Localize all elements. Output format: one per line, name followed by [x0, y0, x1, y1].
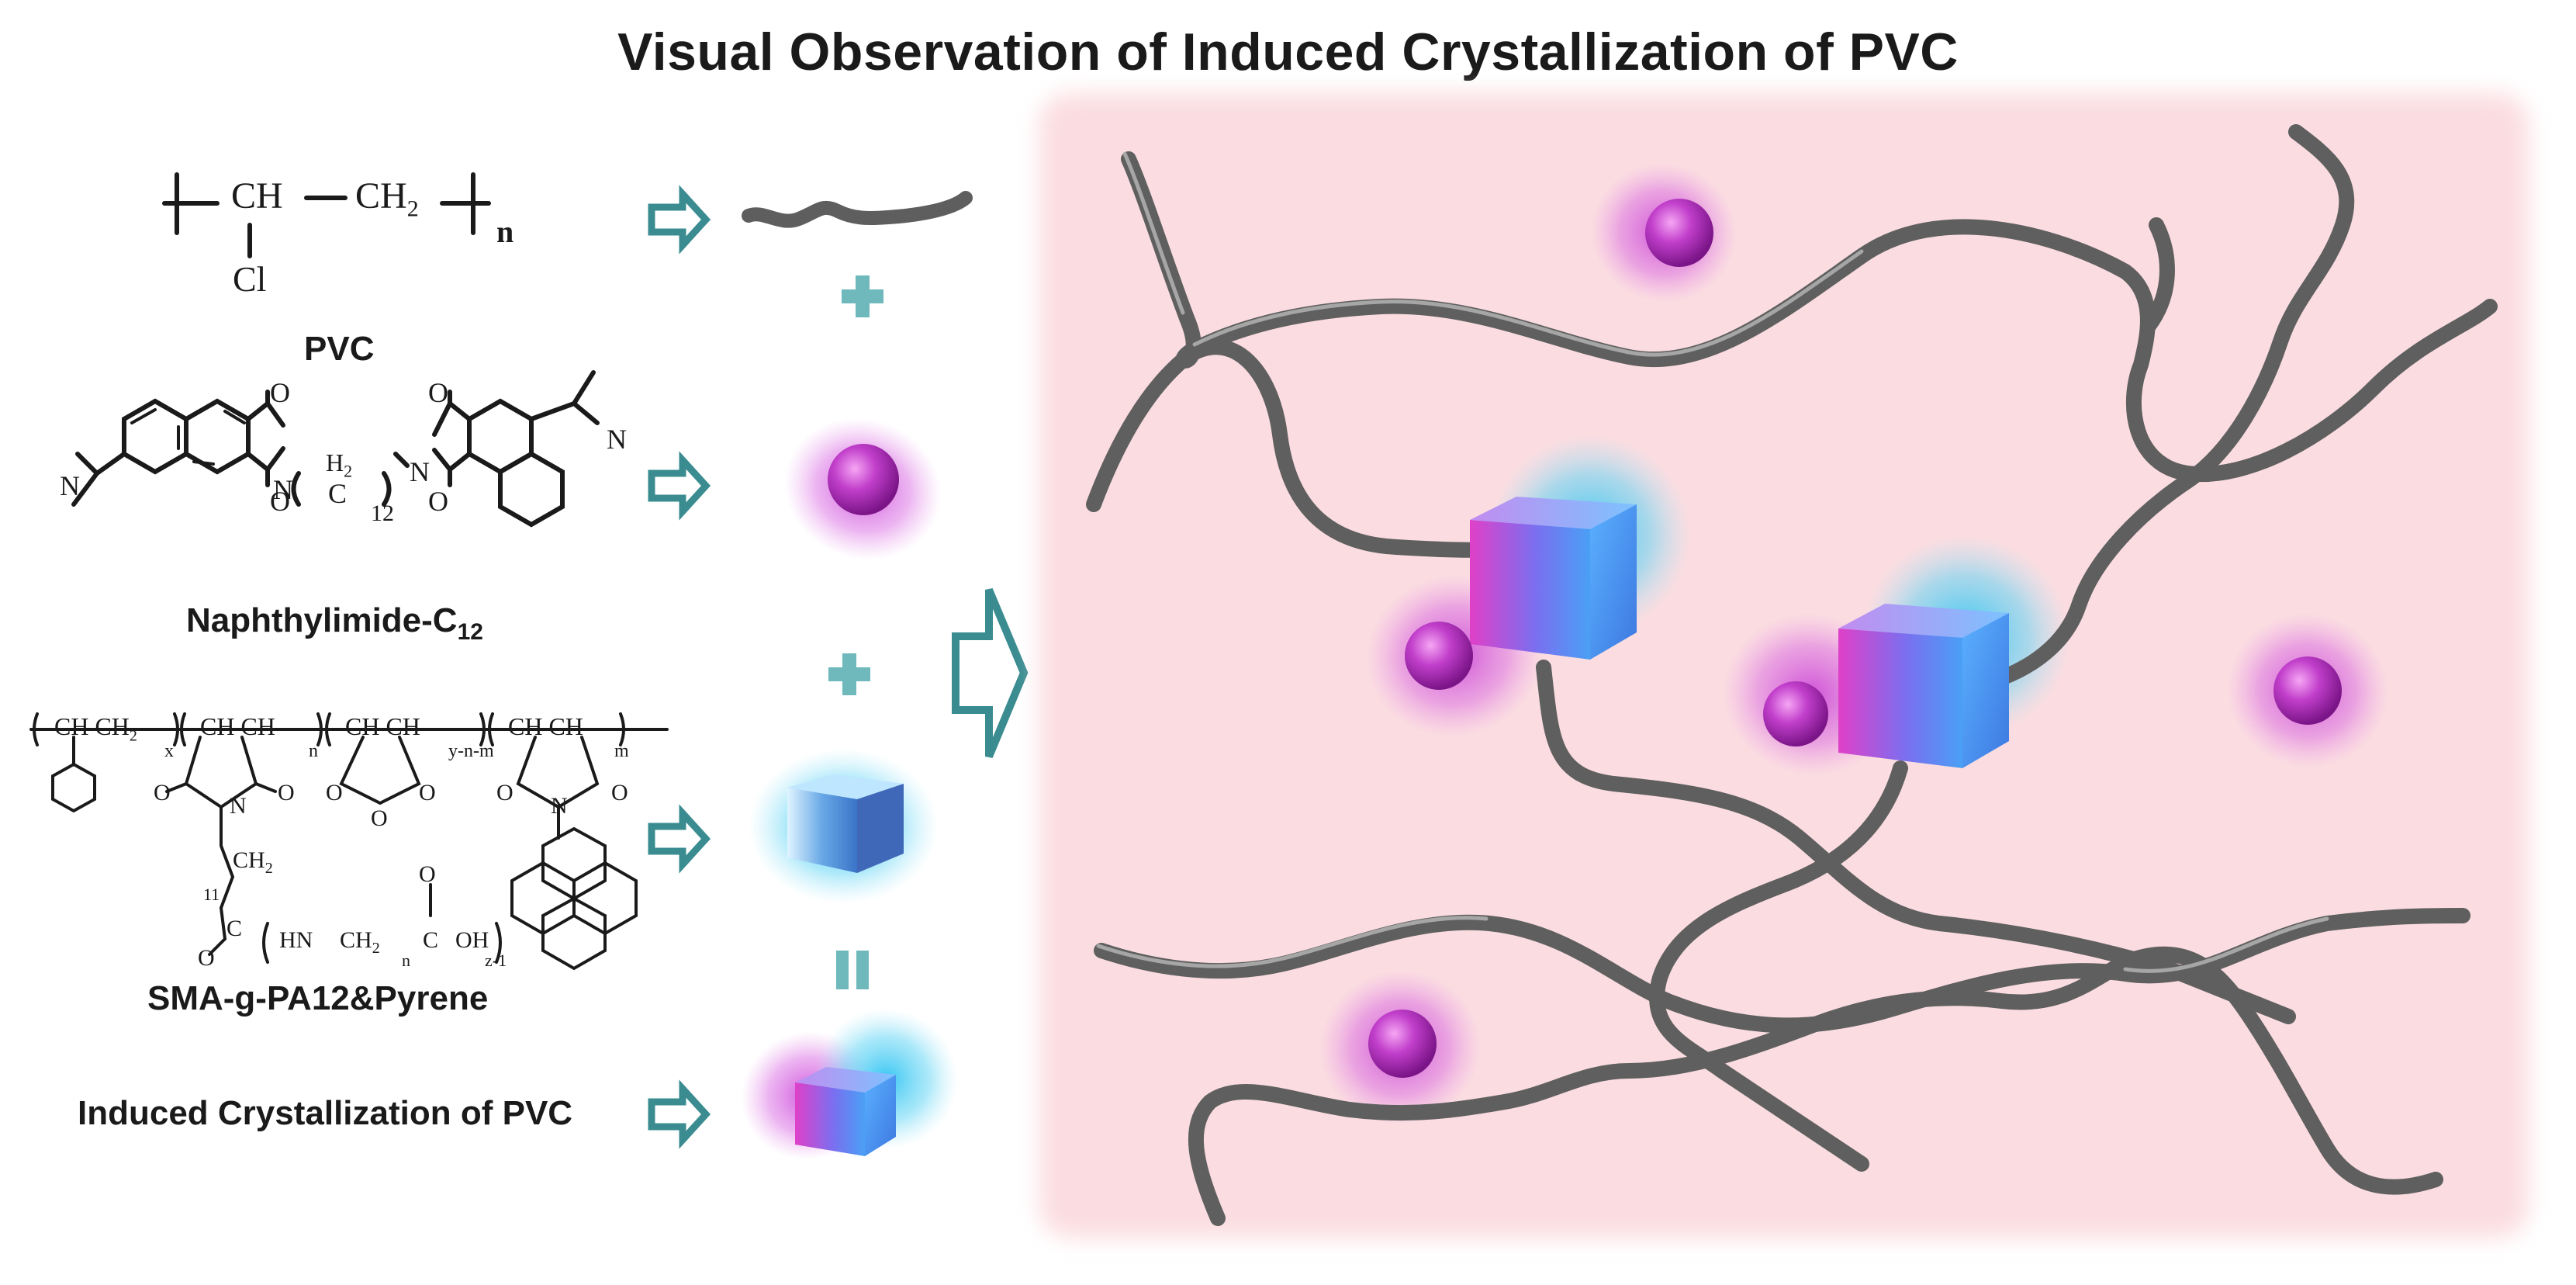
pvc-ch2-text: CH	[355, 175, 407, 216]
equals-icon	[836, 951, 869, 989]
naph-n2: N	[410, 456, 430, 487]
sma-o3: O	[326, 780, 343, 805]
arrow-icon-2	[648, 451, 711, 521]
naph-h-text: H	[326, 449, 344, 476]
sma-o7: O	[611, 780, 628, 805]
sma-11: 11	[203, 885, 220, 904]
naph-label-text: Naphthylimide-C	[186, 601, 458, 639]
sma-n2: n	[402, 951, 410, 970]
panel-sphere-1	[1645, 199, 1713, 267]
sma-seg3: CH CH	[345, 712, 420, 740]
sma-n-atom2: N	[551, 793, 568, 819]
sma-hn: HN	[279, 927, 313, 953]
sma-seg2: CH CH	[200, 712, 275, 740]
panel-sphere-2	[1405, 622, 1473, 690]
naph-o2: O	[270, 486, 290, 517]
sma-seg1-sub: 2	[129, 727, 137, 745]
sma-o4: O	[371, 805, 388, 831]
crystal-cube-icon	[737, 1000, 966, 1165]
naph-o1: O	[270, 377, 290, 408]
sma-o9: O	[419, 861, 436, 887]
pvc-structure	[162, 172, 491, 258]
naph-h-sub: 2	[344, 461, 353, 481]
sma-ch2: CH2	[233, 847, 273, 878]
sma-o5: O	[419, 780, 436, 805]
crystal-cube-1	[1470, 497, 1637, 660]
sma-seg4: CH CH	[508, 712, 583, 740]
sma-x: x	[164, 741, 174, 761]
plus-icon-1	[842, 275, 883, 317]
sma-ch2-text: CH	[233, 847, 265, 873]
figure-title: Visual Observation of Induced Crystalliz…	[617, 23, 1959, 81]
naph-n3: N	[607, 424, 627, 455]
cyan-cube-icon	[749, 749, 939, 904]
naph-h2: H2	[326, 449, 352, 481]
sma-ch2b: CH2	[340, 927, 380, 958]
sma-seg1-text: CH CH	[54, 712, 130, 740]
sma-m: m	[614, 741, 629, 761]
sma-o1: O	[154, 780, 171, 805]
arrow-icon-4	[648, 1079, 711, 1149]
pvc-ch: CH	[231, 175, 283, 216]
sma-z1: z-1	[485, 951, 507, 970]
naph-label-sub: 12	[457, 618, 483, 645]
panel-sphere-3	[1763, 681, 1828, 746]
sma-n: n	[309, 741, 318, 761]
naphthylimide-structure	[71, 370, 600, 528]
sma-structure	[29, 712, 669, 971]
naph-o3: O	[428, 377, 448, 408]
sma-o8: O	[198, 945, 215, 971]
induced-label: Induced Crystallization of PVC	[78, 1094, 573, 1132]
naphthylimide-label: Naphthylimide-C12	[186, 601, 483, 646]
sma-seg1: CH CH2	[54, 712, 137, 745]
panel-sphere-4	[2273, 656, 2342, 725]
arrow-icon-3	[648, 804, 711, 874]
naph-c: C	[328, 478, 348, 509]
sma-label: SMA-g-PA12&Pyrene	[147, 979, 489, 1017]
sma-o6: O	[496, 780, 513, 805]
naph-o4: O	[428, 486, 448, 517]
crystal-cube-2	[1838, 604, 2009, 768]
plus-icon-2	[828, 653, 870, 695]
sma-o2: O	[278, 780, 295, 805]
pvc-cl: Cl	[233, 259, 267, 299]
magenta-sphere-icon	[777, 409, 949, 569]
sma-ch2-sub: 2	[265, 860, 273, 877]
pvc-chains-highlight	[1096, 151, 2329, 973]
sma-oh: OH	[455, 927, 489, 953]
pvc-label: PVC	[304, 330, 375, 368]
arrow-icon-1	[648, 185, 711, 255]
naph-12: 12	[371, 500, 394, 526]
naph-n1: N	[273, 474, 293, 505]
sma-ch2b-text: CH	[340, 927, 372, 953]
sma-c1: C	[226, 916, 243, 941]
naph-n4: N	[60, 470, 80, 501]
sma-ch2b-sub: 2	[372, 940, 380, 957]
pvc-n: n	[496, 214, 514, 249]
panel-sphere-5	[1368, 1010, 1437, 1078]
polymer-chain-icon	[742, 191, 973, 228]
sma-ynm: y-n-m	[448, 741, 494, 761]
pvc-ch2-sub: 2	[406, 196, 419, 222]
big-arrow-icon	[952, 588, 1029, 758]
sma-c2: C	[423, 927, 439, 953]
pvc-ch2: CH2	[355, 175, 419, 223]
sma-n-atom: N	[230, 793, 247, 819]
